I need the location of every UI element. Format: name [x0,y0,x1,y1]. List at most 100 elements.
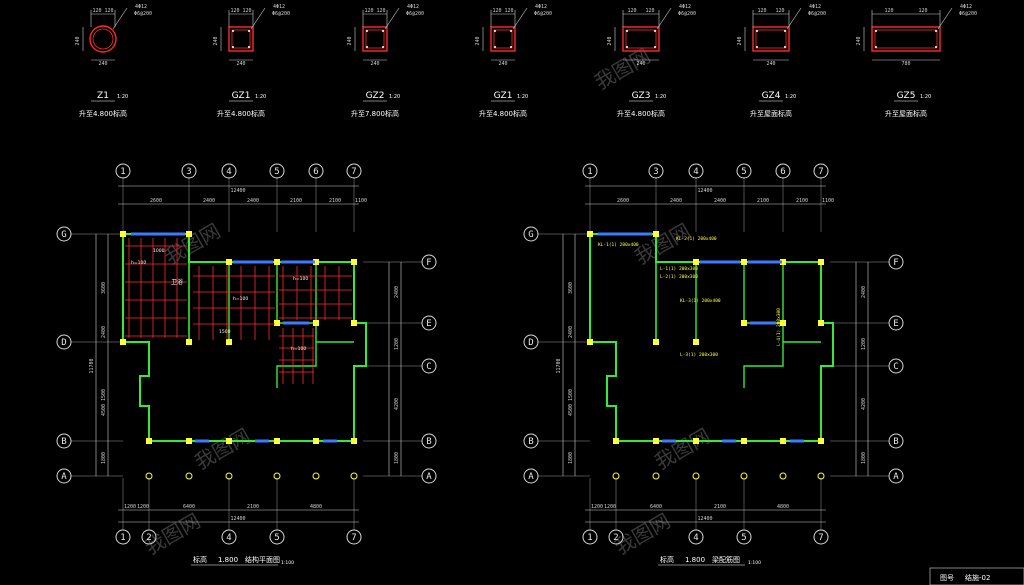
axis-bubble-bottom [269,529,285,545]
rebar-dot [366,30,368,32]
dim-text: 240 [498,61,507,67]
dim-text: 240 [98,61,107,67]
dim-span-left: 1500 [101,389,107,401]
beam-segment [750,321,776,325]
room-label: 卫浴 [171,278,183,286]
axis-label-bottom: 4 [693,533,698,543]
beam-label: KL-2(1) 200x400 [676,236,717,242]
axis-label-top: 3 [186,167,191,177]
axis-bubble-right [421,468,437,484]
plan-title-scale: 1:100 [748,560,761,566]
section-label: GZ5 [897,91,916,101]
dim-span-right: 1200 [394,338,400,350]
inner-wall [695,262,821,388]
column-outline [871,26,941,52]
dim-span-left: 4500 [101,404,107,416]
column-node [351,438,357,444]
axis-label-bottom: 7 [351,533,356,543]
rebar-dot [875,46,877,48]
dim-span-top: 2100 [757,198,769,204]
axis-bubble-top [221,163,237,179]
stirrup-text: Φ6@200 [272,11,290,17]
column-node [741,320,747,326]
axis-bubble-bottom [813,529,829,545]
axis-bubble-top [736,163,752,179]
rebar-dot [935,30,937,32]
column-node [818,438,824,444]
axis-bubble-bottom [608,529,624,545]
leader-line [937,7,953,30]
dim-span-bottom: 2100 [714,504,726,510]
axis-label-right: E [893,319,898,329]
section-label: GZ1 [494,91,513,101]
section-scale: 1:20 [655,94,666,100]
plan-title-level: 1.800 [218,556,238,564]
axis-bubble-right [888,315,904,331]
slab-label: h=100 [131,260,146,266]
axis-bubble-left [56,334,72,350]
beam-segment [662,439,676,443]
rebar-dot [756,30,758,32]
dim-span-top: 1100 [355,198,367,204]
axis-bubble-top [775,163,791,179]
leader-line [786,7,802,30]
axis-bubble-top [813,163,829,179]
beam-segment [598,232,652,236]
dim-span-right: 1200 [861,338,867,350]
section-note: 升至屋面标高 [750,109,792,118]
column-stirrup [231,29,251,49]
dim-span-right: 1800 [394,452,400,464]
column-node [146,438,152,444]
column-node [780,320,786,326]
dim-span-left: 3600 [568,282,574,294]
axis-bubble-top [115,163,131,179]
axis-bubble-left [523,334,539,350]
stirrup-text: Φ6@200 [406,11,424,17]
axis-bubble-top [308,163,324,179]
axis-label-top: 6 [313,167,318,177]
leader-line [112,7,128,30]
column-node [587,231,593,237]
rebar-dot [875,30,877,32]
section-scale: 1:20 [117,94,128,100]
dim-span-bottom: 1200 [604,504,616,510]
column-outline [362,26,388,52]
title-block: 图号 结施-02 [929,567,1024,585]
column-node [313,438,319,444]
dim-text: 240 [766,61,775,67]
pile-marker [779,472,787,480]
column-node [653,438,659,444]
axis-bubble-top [582,163,598,179]
axis-label-right: C [893,362,898,372]
axis-bubble-right [888,254,904,270]
rebar-dot [382,30,384,32]
axis-label-top: 7 [818,167,823,177]
axis-bubble-top [688,163,704,179]
section-label: GZ3 [632,91,651,101]
axis-label-left: D [528,338,533,348]
section-note: 升至4.800标高 [79,109,127,118]
axis-label-top: 1 [587,167,592,177]
pile-marker [652,472,660,480]
section-scale: 1:20 [389,94,400,100]
column-stirrup [755,29,787,49]
column-node [313,259,319,265]
axis-label-right: B [893,437,898,447]
dim-span-top: 2600 [617,198,629,204]
beam-segment [283,321,309,325]
axis-bubble-left [523,433,539,449]
axis-label-top: 1 [120,167,125,177]
dim-span-left: 2400 [101,326,107,338]
axis-bubble-top [648,163,664,179]
dim-total-bottom: 12400 [230,516,245,522]
column-node [351,259,357,265]
column-node [186,438,192,444]
column-node [120,231,126,237]
leader-line [250,7,266,30]
